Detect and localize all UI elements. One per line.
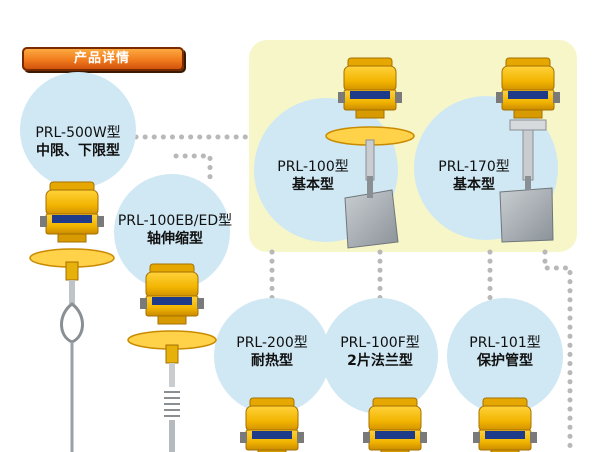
type-prl-100f: 2片法兰型 [347, 353, 413, 369]
model-prl-101: PRL-101型 [469, 335, 541, 351]
circle-prl-101 [447, 298, 563, 414]
device-prl-101 [472, 397, 538, 452]
model-prl-200: PRL-200型 [236, 335, 308, 351]
label-prl-100[interactable]: PRL-100型 基本型 [258, 158, 368, 194]
dotted-connectors [133, 134, 573, 452]
device-prl-200 [239, 397, 305, 452]
label-prl-100eb[interactable]: PRL-100EB/ED型 轴伸缩型 [108, 212, 242, 248]
label-prl-500w[interactable]: PRL-500W型 中限、下限型 [8, 124, 148, 160]
model-prl-100eb: PRL-100EB/ED型 [117, 213, 233, 229]
model-prl-500w: PRL-500W型 [35, 125, 121, 141]
type-prl-101: 保护管型 [477, 353, 533, 369]
device-prl-100 [325, 57, 415, 249]
section-header: 产品详情 [22, 47, 184, 71]
device-prl-170 [495, 57, 561, 243]
circle-prl-200 [214, 298, 330, 414]
type-prl-200: 耐热型 [251, 353, 293, 369]
device-prl-100f [362, 397, 428, 452]
label-prl-200[interactable]: PRL-200型 耐热型 [218, 334, 326, 370]
label-prl-170[interactable]: PRL-170型 基本型 [420, 158, 528, 194]
circle-prl-500w [20, 72, 136, 188]
device-prl-500w [29, 181, 115, 452]
label-prl-101[interactable]: PRL-101型 保护管型 [451, 334, 559, 370]
type-prl-100eb: 轴伸缩型 [147, 231, 203, 247]
circle-prl-100eb [114, 174, 230, 290]
model-prl-170: PRL-170型 [438, 159, 510, 175]
circle-prl-100f [322, 298, 438, 414]
model-prl-100: PRL-100型 [277, 159, 349, 175]
type-prl-500w: 中限、下限型 [36, 143, 120, 159]
type-prl-170: 基本型 [453, 177, 495, 193]
device-prl-100eb [127, 263, 217, 452]
model-prl-100f: PRL-100F型 [340, 335, 420, 351]
label-prl-100f[interactable]: PRL-100F型 2片法兰型 [326, 334, 434, 370]
type-prl-100: 基本型 [292, 177, 334, 193]
